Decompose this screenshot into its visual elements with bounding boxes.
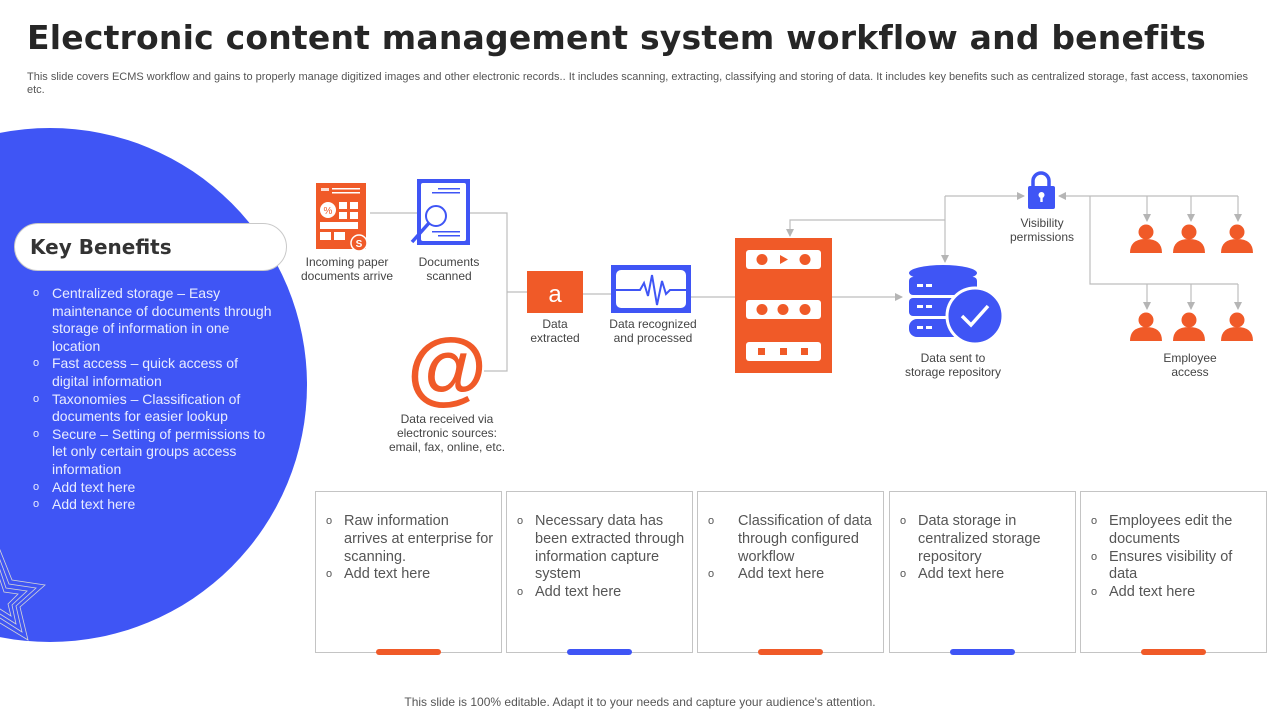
svg-text:a: a	[548, 281, 562, 308]
benefit-item: Add text here	[32, 479, 277, 497]
key-benefits-heading: Key Benefits	[30, 235, 172, 259]
step-accent-bar	[567, 649, 632, 655]
lock-icon	[1028, 171, 1055, 209]
step-box-1: Raw information arrives at enterprise fo…	[315, 491, 502, 655]
user-icon	[1221, 224, 1253, 253]
step-item: Data storage in centralized storage repo…	[900, 513, 1069, 566]
page-subtitle: This slide covers ECMS workflow and gain…	[27, 71, 1248, 96]
user-icon	[1130, 312, 1162, 341]
step-item: Classification of data through configure…	[708, 513, 877, 566]
benefit-item: Secure – Setting of permissions to let o…	[32, 426, 277, 479]
step-accent-bar	[950, 649, 1015, 655]
step-box-5: Employees edit the documents Ensures vis…	[1080, 491, 1267, 655]
database-check-icon	[909, 265, 1005, 346]
user-group-icon	[1130, 224, 1253, 341]
node-label-permissions: Visibility permissions	[1009, 216, 1075, 244]
page-title: Electronic content management system wor…	[27, 18, 1206, 57]
user-icon	[1173, 312, 1205, 341]
letter-a-icon: a	[527, 271, 583, 313]
node-label-recognize: Data recognized and processed	[609, 317, 697, 345]
node-label-extract: Data extracted	[530, 317, 580, 345]
benefit-item: Add text here	[32, 496, 277, 514]
waveform-monitor-icon	[611, 265, 691, 313]
step-accent-bar	[758, 649, 823, 655]
node-label-paper: Incoming paper documents arrive	[300, 255, 394, 283]
at-sign-icon: @	[407, 322, 487, 413]
step-item: Ensures visibility of data	[1091, 549, 1260, 585]
footer-note: This slide is 100% editable. Adapt it to…	[404, 695, 876, 709]
step-accent-bar	[1141, 649, 1206, 655]
decorative-star-swirl-icon	[0, 548, 46, 641]
step-item: Add text here	[326, 566, 495, 584]
step-accent-bar	[376, 649, 441, 655]
document-search-icon	[410, 179, 470, 245]
step-box-3: Classification of data through configure…	[697, 491, 884, 655]
user-icon	[1221, 312, 1253, 341]
svg-text:%: %	[324, 206, 333, 217]
step-item: Add text here	[1091, 584, 1260, 602]
node-label-scan: Documents scanned	[418, 255, 480, 283]
benefit-item: Centralized storage – Easy maintenance o…	[32, 285, 277, 355]
step-box-2: Necessary data has been extracted throug…	[506, 491, 693, 655]
step-item: Necessary data has been extracted throug…	[517, 513, 686, 584]
connector-lines	[370, 192, 1242, 372]
tax-document-icon: % S	[316, 183, 368, 252]
node-label-employees: Employee access	[1163, 351, 1217, 379]
svg-text:@: @	[407, 322, 487, 413]
svg-text:S: S	[356, 239, 363, 250]
node-label-email: Data received via electronic sources: em…	[388, 412, 506, 454]
step-box-4: Data storage in centralized storage repo…	[889, 491, 1076, 655]
key-benefits-heading-pill: Key Benefits	[14, 223, 287, 271]
step-item: Add text here	[708, 566, 877, 584]
server-rack-icon	[735, 238, 832, 373]
step-item: Raw information arrives at enterprise fo…	[326, 513, 495, 566]
step-item: Add text here	[517, 584, 686, 602]
key-benefits-list: Centralized storage – Easy maintenance o…	[32, 285, 277, 514]
user-icon	[1130, 224, 1162, 253]
benefit-item: Fast access – quick access of digital in…	[32, 355, 277, 390]
step-item: Add text here	[900, 566, 1069, 584]
step-item: Employees edit the documents	[1091, 513, 1260, 549]
node-label-storage: Data sent to storage repository	[904, 351, 1002, 379]
user-icon	[1173, 224, 1205, 253]
benefit-item: Taxonomies – Classification of documents…	[32, 391, 277, 426]
